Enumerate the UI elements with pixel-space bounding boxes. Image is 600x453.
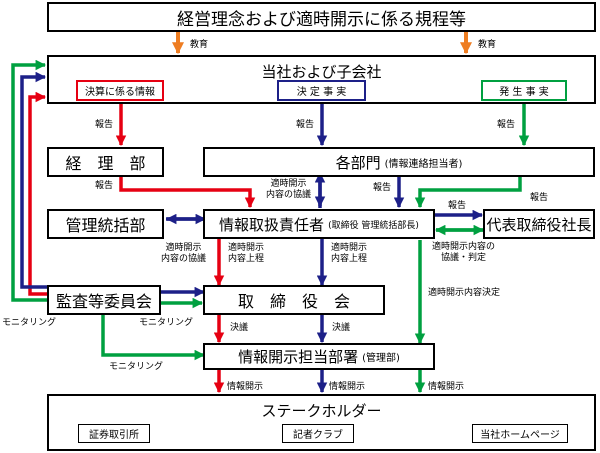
board-box: 取 締 役 会 — [203, 285, 385, 315]
report-label-6: 報告 — [448, 201, 467, 211]
report-label-7: 報告 — [530, 193, 549, 203]
decision-facts-badge: 決 定 事 実 — [277, 80, 366, 101]
press-club-label: 記者クラブ — [293, 430, 343, 441]
info-disclosure-label-2: 情報開示 — [329, 382, 366, 392]
decision-facts-label: 決 定 事 実 — [296, 87, 347, 98]
education-label-left: 教育 — [190, 40, 209, 50]
occurrence-flow-arrows — [11, 59, 530, 394]
report-label-2: 報告 — [296, 120, 315, 130]
education-label-right: 教育 — [478, 40, 497, 50]
settlement-info-label: 決算に係る情報 — [85, 87, 155, 98]
departments-note: (情報連絡担当者) — [384, 158, 463, 170]
report-label-3: 報告 — [497, 120, 516, 130]
info-manager-note: (取締役 管理統括部長) — [328, 220, 419, 231]
company-website-label: 当社ホームページ — [480, 430, 560, 441]
regulations-box: 経営理念および適時開示に係る規程等 — [47, 2, 596, 32]
departments-box: 各部門 (情報連絡担当者) — [203, 147, 595, 177]
propose-note-left: 適時開示内容上程 — [228, 243, 265, 264]
monitoring-label-left: モニタリング — [2, 318, 57, 328]
propose-note-right: 適時開示内容上程 — [331, 243, 368, 264]
occurrence-facts-label: 発 生 事 実 — [499, 87, 549, 98]
settlement-flow-arrows — [28, 91, 256, 394]
representative-box: 代表取締役社長 — [483, 209, 595, 239]
press-club-item: 記者クラブ — [282, 424, 354, 443]
accounting-dept-box: 経 理 部 — [47, 147, 164, 177]
representative-label: 代表取締役社長 — [486, 215, 592, 234]
disclosure-decision-note: 適時開示内容決定 — [428, 288, 501, 298]
audit-committee-box: 監査等委員会 — [47, 285, 161, 315]
report-label-5: 報告 — [373, 183, 392, 193]
stock-exchange-label: 証券取引所 — [89, 430, 139, 441]
admin-control-box: 管理統括部 — [47, 209, 164, 239]
disclosure-dept-note: (管理部) — [362, 353, 400, 364]
regulations-title: 経営理念および適時開示に係る規程等 — [177, 9, 466, 30]
decision-flow-arrows — [20, 71, 484, 394]
info-manager-label: 情報取扱責任者 — [219, 215, 325, 234]
report-label-1: 報告 — [95, 120, 114, 130]
resolution-label-right: 決議 — [332, 323, 351, 333]
stock-exchange-item: 証券取引所 — [78, 424, 150, 443]
board-label: 取 締 役 会 — [237, 292, 350, 311]
report-label-4: 報告 — [95, 181, 114, 191]
info-disclosure-label-1: 情報開示 — [227, 382, 264, 392]
disclosure-dept-box: 情報開示担当部署 (管理部) — [203, 343, 435, 370]
settlement-info-badge: 決算に係る情報 — [76, 80, 164, 101]
admin-control-label: 管理統括部 — [65, 216, 146, 235]
company-title: 当社および子会社 — [261, 63, 382, 81]
audit-committee-label: 監査等委員会 — [55, 292, 152, 311]
departments-label: 各部門 — [335, 153, 381, 172]
accounting-dept-label: 経 理 部 — [65, 154, 146, 173]
info-manager-box: 情報取扱責任者 (取締役 管理統括部長) — [203, 209, 435, 239]
consult-note-top: 適時開示内容の協議 — [266, 179, 312, 200]
company-website-item: 当社ホームページ — [472, 424, 568, 443]
consult-judge-note: 適時開示内容の協議・判定 — [432, 242, 496, 263]
stakeholders-title: ステークホルダー — [261, 402, 382, 420]
education-arrows — [172, 32, 472, 55]
disclosure-dept-label: 情報開示担当部署 — [238, 348, 359, 366]
monitoring-label-bottom: モニタリング — [109, 362, 164, 372]
monitoring-label-center: モニタリング — [139, 318, 194, 328]
info-disclosure-label-3: 情報開示 — [428, 382, 465, 392]
consult-note-left: 適時開示内容の協議 — [161, 243, 207, 264]
resolution-label-left: 決議 — [230, 323, 249, 333]
occurrence-facts-badge: 発 生 事 実 — [481, 80, 567, 101]
